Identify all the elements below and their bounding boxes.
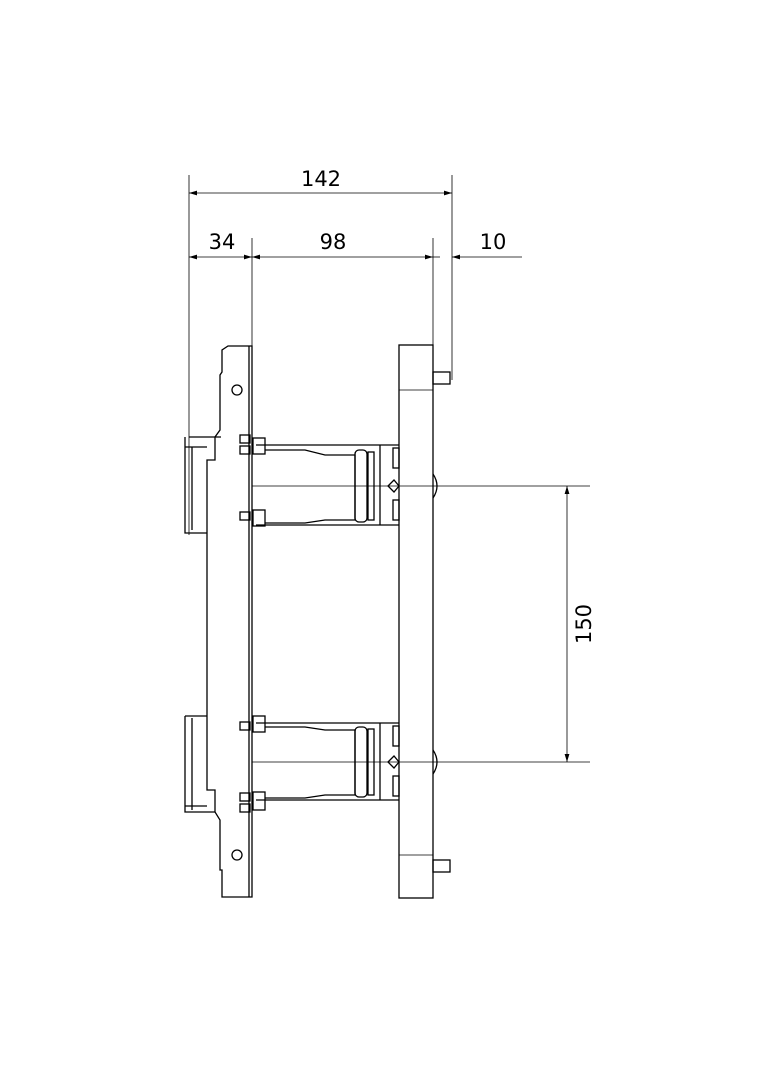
nut-icon [239,803,251,813]
pin [432,371,451,385]
dimension-label-10: 10 [480,230,507,254]
left-mounting-plate [184,345,253,898]
connector-top [239,434,400,527]
nut-icon [239,434,251,444]
dimension-label-150: 150 [572,604,596,644]
dimension-label-34: 34 [209,230,236,254]
mounting-hole-icon [231,384,243,396]
dimension-chain: 34 98 10 [189,230,522,350]
nut-icon [239,511,251,521]
dimension-label-98: 98 [320,230,347,254]
nut-icon [239,721,251,731]
connector-bottom [239,715,400,813]
pin [432,859,451,873]
nut-icon [239,792,251,802]
dimension-150: 150 [564,486,596,762]
dimension-label-142: 142 [301,167,341,191]
mounting-hole-icon [231,849,243,861]
nut-icon [239,445,251,455]
right-mounting-plate [398,344,451,899]
dimension-142: 142 [188,167,453,535]
